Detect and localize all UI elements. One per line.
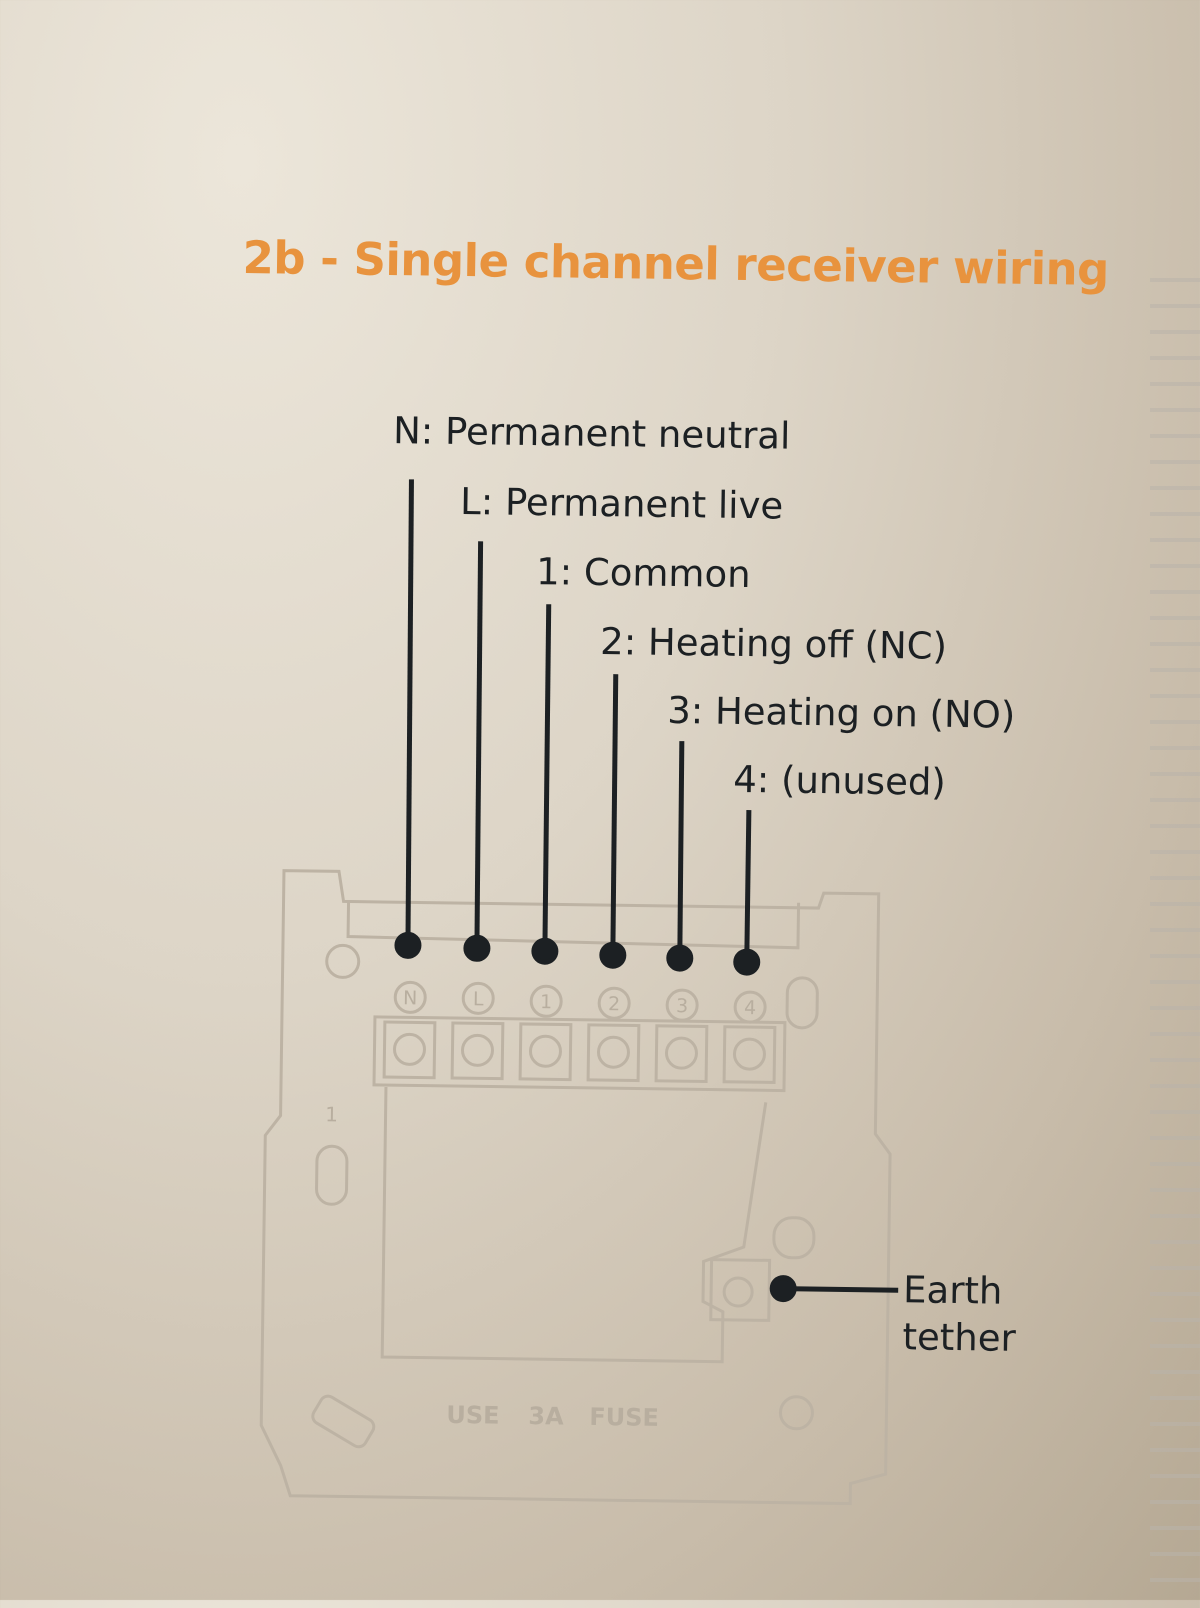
fuse-text-2: 3A: [528, 1402, 564, 1430]
leader-line-3: [677, 741, 685, 959]
label-common: 1: Common: [535, 550, 751, 597]
label-heating-off: 2: Heating off (NC): [599, 619, 948, 668]
label-earth: Earth: [902, 1268, 1003, 1313]
leader-line-earth: [783, 1286, 899, 1293]
terminal-dot-4: [733, 948, 761, 976]
terminal-dot-2: [599, 941, 627, 969]
terminal-block: [382, 980, 777, 1084]
fuse-text-3: FUSE: [589, 1403, 659, 1432]
plate-label-1: 1: [540, 991, 552, 1013]
leader-line-n: [405, 479, 414, 946]
plate-label-4: 4: [744, 997, 756, 1019]
leader-line-1: [542, 604, 552, 952]
label-tether: tether: [902, 1315, 1017, 1360]
terminal-dot-3: [666, 944, 694, 972]
terminal-dot-l: [463, 934, 491, 962]
plate-label-2: 2: [608, 993, 620, 1015]
terminal-dot-earth: [769, 1275, 797, 1303]
fuse-text-1: USE: [446, 1401, 500, 1430]
label-live: L: Permanent live: [459, 480, 784, 528]
label-neutral: N: Permanent neutral: [392, 409, 791, 458]
leader-line-l: [474, 541, 484, 949]
plate-label-l: L: [473, 988, 484, 1010]
plate-label-3: 3: [676, 995, 688, 1017]
plate-label-n: N: [403, 987, 418, 1009]
leader-line-4: [744, 810, 752, 963]
page-edge-binding: [1150, 260, 1200, 1600]
terminal-dot-n: [394, 931, 422, 959]
plate-side-mark: 1: [325, 1102, 338, 1126]
terminal-dot-1: [531, 937, 559, 965]
label-unused: 4: (unused): [733, 757, 947, 804]
label-heating-on: 3: Heating on (NO): [666, 688, 1016, 737]
leader-line-2: [610, 674, 619, 956]
